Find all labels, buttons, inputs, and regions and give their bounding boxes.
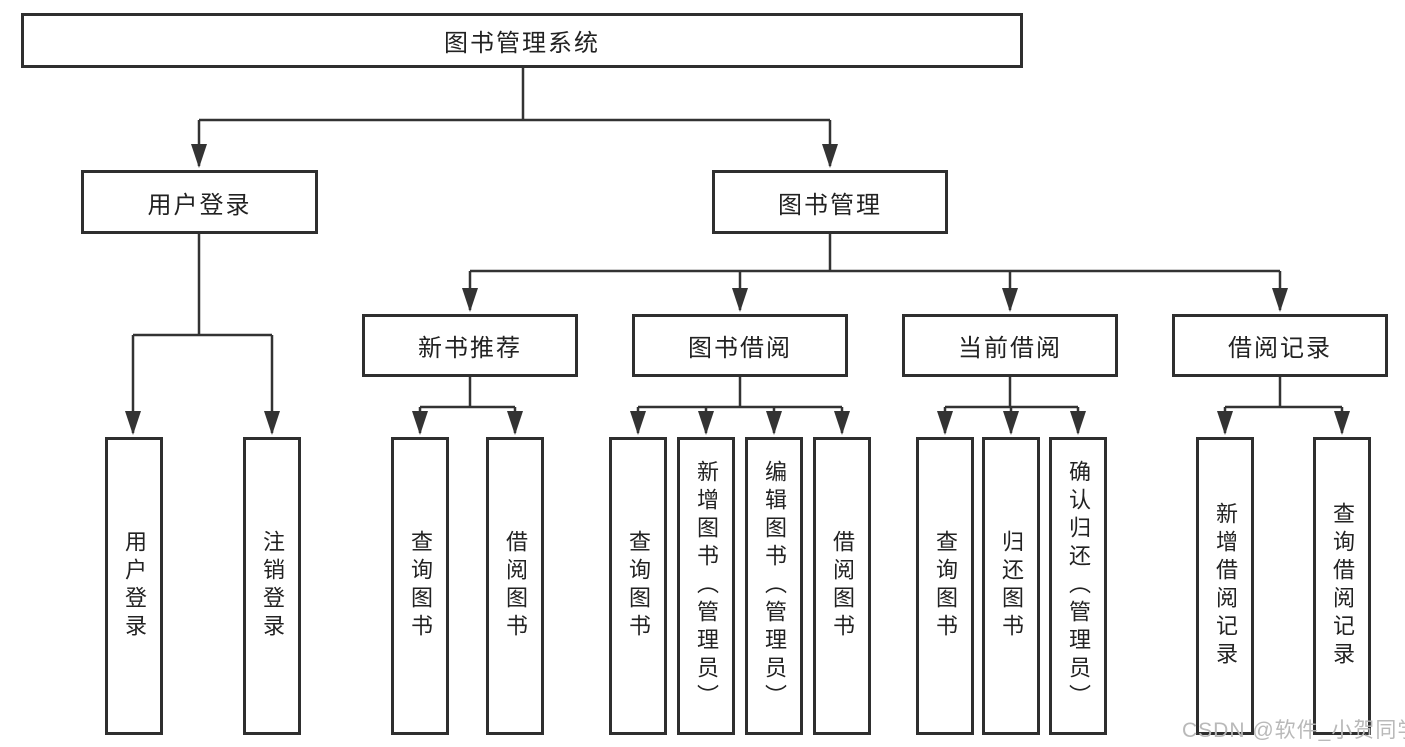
node-label: 确认归还（管理员） — [1066, 460, 1091, 712]
node-book-management: 图书管理 — [712, 170, 948, 234]
node-label: 新增借阅记录 — [1213, 502, 1238, 670]
leaf-query-borrow-record: 查询借阅记录 — [1313, 437, 1371, 735]
leaf-logout: 注销登录 — [243, 437, 301, 735]
node-label: 查询图书 — [408, 530, 433, 642]
node-book-borrowing: 图书借阅 — [632, 314, 848, 377]
leaf-query-books-borrowing: 查询图书 — [609, 437, 667, 735]
node-label: 借阅记录 — [1228, 335, 1332, 362]
node-new-book-recommendation: 新书推荐 — [362, 314, 578, 377]
node-label: 图书借阅 — [688, 335, 792, 362]
node-borrowing-records: 借阅记录 — [1172, 314, 1388, 377]
node-current-borrowing: 当前借阅 — [902, 314, 1118, 377]
node-label: 用户登录 — [147, 191, 252, 219]
leaf-confirm-return-admin: 确认归还（管理员） — [1049, 437, 1107, 735]
node-label: 借阅图书 — [830, 530, 855, 642]
leaf-query-books-recommend: 查询图书 — [391, 437, 449, 735]
node-label: 新增图书（管理员） — [694, 460, 719, 712]
csdn-watermark: CSDN @软件_小贺同学 — [1182, 719, 1405, 742]
leaf-add-book-admin: 新增图书（管理员） — [677, 437, 735, 735]
leaf-query-books-current: 查询图书 — [916, 437, 974, 735]
node-root-library-management-system: 图书管理系统 — [21, 13, 1023, 68]
node-label: 编辑图书（管理员） — [762, 460, 787, 712]
leaf-edit-book-admin: 编辑图书（管理员） — [745, 437, 803, 735]
node-label: 用户登录 — [122, 530, 147, 642]
node-user-login: 用户登录 — [81, 170, 318, 234]
leaf-add-borrow-record: 新增借阅记录 — [1196, 437, 1254, 735]
node-label: 查询借阅记录 — [1330, 502, 1355, 670]
leaf-borrow-books-recommend: 借阅图书 — [486, 437, 544, 735]
leaf-user-login: 用户登录 — [105, 437, 163, 735]
node-label: 图书管理 — [778, 191, 882, 219]
leaf-borrow-books-borrowing: 借阅图书 — [813, 437, 871, 735]
node-label: 借阅图书 — [503, 530, 528, 642]
leaf-return-books: 归还图书 — [982, 437, 1040, 735]
node-label: 查询图书 — [626, 530, 651, 642]
node-label: 当前借阅 — [958, 335, 1062, 362]
node-label: 新书推荐 — [418, 335, 522, 362]
node-label: 注销登录 — [260, 530, 285, 642]
node-label: 图书管理系统 — [444, 30, 600, 57]
node-label: 归还图书 — [999, 530, 1024, 642]
node-label: 查询图书 — [933, 530, 958, 642]
